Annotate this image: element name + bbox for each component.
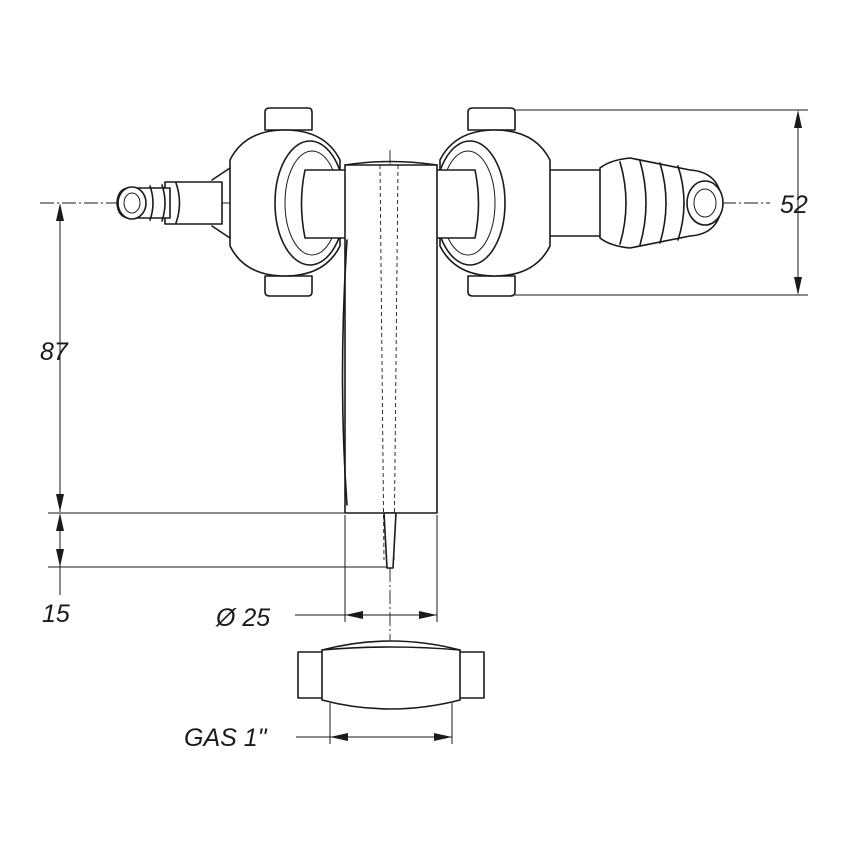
spout-tip — [383, 512, 397, 569]
threaded-connector — [297, 640, 485, 710]
dimension-87 — [48, 203, 345, 514]
dimension-thread — [296, 703, 453, 744]
spout-body — [341, 160, 438, 561]
dimension-15-label: 15 — [42, 600, 70, 628]
left-hose-barb — [116, 181, 223, 225]
dimension-diameter — [295, 515, 438, 622]
dimension-15 — [48, 513, 387, 595]
right-hose-barb — [544, 157, 724, 249]
dimension-thread-label: GAS 1" — [184, 724, 268, 752]
dimension-52-label: 52 — [780, 191, 808, 219]
dimension-52 — [515, 109, 808, 296]
dimension-diameter-label: Ø 25 — [215, 604, 270, 632]
dimension-87-label: 87 — [40, 338, 69, 366]
